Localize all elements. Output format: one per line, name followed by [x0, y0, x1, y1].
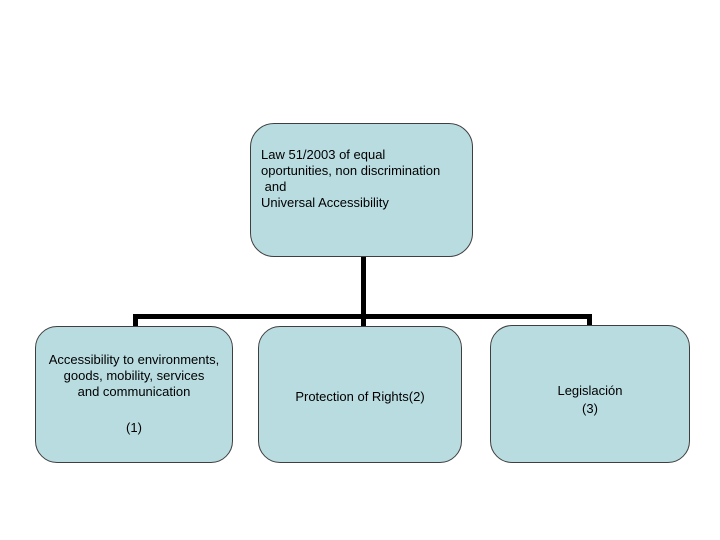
legislacion-text-line-1: Legislación — [557, 383, 623, 398]
accessibility-text-number: (1) — [126, 420, 142, 435]
accessibility-text-line-2: goods, mobility, services — [63, 368, 205, 383]
accessibility-text-line-blank — [36, 400, 232, 420]
connector-root-vertical — [361, 252, 366, 318]
protection-text-line-1: Protection of Rights(2) — [295, 389, 425, 404]
connector-stub-right — [587, 314, 592, 330]
law-text-line-3: and — [261, 179, 287, 194]
connector-stub-center — [361, 314, 366, 334]
legislacion-text-number: (3) — [582, 401, 598, 416]
org-node-protection: Protection of Rights(2) — [258, 326, 462, 463]
org-node-accessibility: Accessibility to environments, goods, mo… — [35, 326, 233, 463]
accessibility-text-line-3: and communication — [77, 384, 191, 399]
org-node-law: Law 51/2003 of equal oportunities, non d… — [250, 123, 473, 257]
law-text-line-4: Universal Accessibility — [261, 195, 389, 210]
accessibility-text-line-1: Accessibility to environments, — [48, 352, 220, 367]
connector-stub-left — [133, 314, 138, 332]
org-node-legislacion: Legislación (3) — [490, 325, 690, 463]
law-text-line-2: oportunities, non discrimination — [261, 163, 441, 178]
law-text-line-1: Law 51/2003 of equal — [261, 147, 386, 162]
